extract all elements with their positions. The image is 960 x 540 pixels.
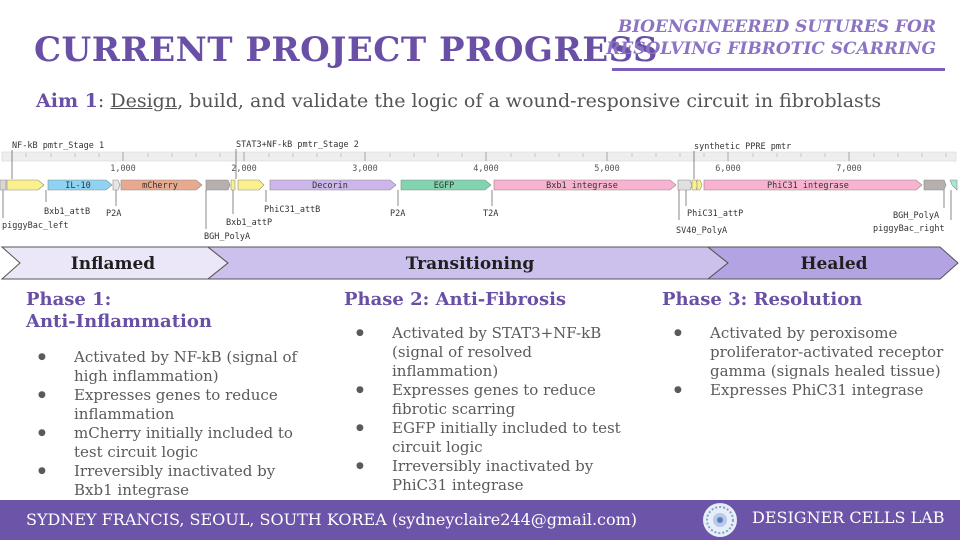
ruler-label-1000: 1,000 [110,164,136,174]
ruler-label-2000: 2,000 [231,164,257,174]
promoter-label-stage1: NF-kB pmtr_Stage 1 [12,141,104,151]
aim-underlined-word: Design [110,90,178,112]
aim-label: Aim 1 [36,90,98,112]
feature-phic31-integrase [703,179,923,191]
feature-sv40-polya [677,179,693,191]
tagline-underline [612,68,945,71]
feature-bxb1-attp [230,179,236,191]
ruler-label-6000: 6,000 [715,164,741,174]
feature-label-phic31-integrase: PhiC31 integrase [767,181,849,191]
feature-label-bxb1-integrase: Bxb1 integrase [546,181,618,191]
label-piggybac-left: piggyBac_left [2,221,69,231]
phase-1-bullets: Activated by NF-kB (signal of high infla… [26,348,306,500]
label-sv40-polya: SV40_PolyA [676,226,727,236]
ruler-label-7000: 7,000 [836,164,862,174]
label-bxb1-attp: Bxb1_attP [226,218,272,228]
feature-p2a-1 [112,179,121,191]
ruler-label-3000: 3,000 [352,164,378,174]
footer-author: SYDNEY FRANCIS, SEOUL, SOUTH KOREA (sydn… [26,510,638,529]
label-bgh-polya-2: BGH_PolyA [893,211,939,221]
phase-2-bullet: EGFP initially included to test circuit … [344,419,624,457]
stage-label-inflamed: Inflamed [71,254,155,274]
feature-bgh-polya-2 [923,179,947,191]
label-bgh-polya-1: BGH_PolyA [204,232,250,242]
label-piggybac-right: piggyBac_right [873,224,945,234]
footer-bar: SYDNEY FRANCIS, SEOUL, SOUTH KOREA (sydn… [0,500,960,540]
ruler-track [1,151,957,162]
aim-rest: , build, and validate the logic of a wou… [177,90,882,112]
promoter-label-stage2: STAT3+NF-kB pmtr_Stage 2 [236,140,359,150]
feature-promoter-3 [696,179,703,191]
stage-timeline: Inflamed Transitioning Healed [0,246,959,280]
phase-1-title-line1: Phase 1: [26,289,112,310]
phase-1-title: Phase 1: Anti-Inflammation [26,289,212,333]
aim-statement: Aim 1: Design, build, and validate the l… [36,90,881,112]
tagline-line-2: RESOLVING FIBROTIC SCARRING [606,39,936,59]
feature-label-egfp: EGFP [434,181,454,191]
phase-1-bullet: Activated by NF-kB (signal of high infla… [26,348,306,386]
promoter-label-ppre: synthetic PPRE pmtr [694,142,791,152]
project-tagline: BIOENGINEERED SUTURES FOR RESOLVING FIBR… [606,16,936,60]
ruler-label-4000: 4,000 [473,164,499,174]
label-t2a: T2A [483,209,498,219]
lab-logo-icon [703,503,737,537]
feature-promoter-1 [6,179,45,191]
feature-il10 [47,179,113,191]
feature-label-mcherry: mCherry [142,181,178,191]
feature-promoter-2 [237,179,265,191]
stage-arrow-healed [706,246,959,280]
phase-2-bullets: Activated by STAT3+NF-kB (signal of reso… [344,324,624,495]
phase-3-bullets: Activated by peroxisome proliferator-act… [662,324,952,400]
phase-3-bullet: Activated by peroxisome proliferator-act… [662,324,952,381]
footer-lab-name: DESIGNER CELLS LAB [752,508,945,527]
feature-mcherry [120,179,203,191]
phase-1-bullet: Expresses genes to reduce inflammation [26,386,306,424]
phase-2-bullet: Activated by STAT3+NF-kB (signal of reso… [344,324,624,381]
phase-2-bullet: Expresses genes to reduce fibrotic scarr… [344,381,624,419]
phase-2-title: Phase 2: Anti-Fibrosis [344,289,567,310]
phase-3-title: Phase 3: Resolution [662,289,863,310]
feature-piggybac-right [949,179,958,191]
label-phic31-attp: PhiC31_attP [687,209,743,219]
label-bxb1-attb: Bxb1_attB [44,207,90,217]
feature-label-il10: IL-10 [65,181,91,191]
phase-3-bullet: Expresses PhiC31 integrase [662,381,952,400]
tagline-line-1: BIOENGINEERED SUTURES FOR [617,17,936,37]
phase-1-title-line2: Anti-Inflammation [26,311,212,332]
feature-label-decorin: Decorin [312,181,348,191]
feature-decorin [269,179,397,191]
phase-2-bullet: Irreversibly inactivated by PhiC31 integ… [344,457,624,495]
label-p2a-2: P2A [390,209,405,219]
aim-colon: : [97,90,111,112]
page-title: CURRENT PROJECT PROGRESS [34,30,658,70]
phase-1-bullet: Irreversibly inactivated by Bxb1 integra… [26,462,306,500]
feature-bxb1-integrase [493,179,677,191]
ruler-major-ticks [122,152,850,161]
feature-bgh-polya-1 [205,179,231,191]
feature-piggybac-left [0,179,7,191]
phase-1-bullet: mCherry initially included to test circu… [26,424,306,462]
stage-label-transitioning: Transitioning [406,254,535,274]
plasmid-map: 1,000 2,000 3,000 4,000 5,000 6,000 7,00… [0,140,958,242]
label-p2a-1: P2A [106,209,121,219]
feature-egfp [400,179,492,191]
ruler-label-5000: 5,000 [594,164,620,174]
stage-label-healed: Healed [800,254,867,274]
ruler-minor-ticks [25,153,947,157]
label-phic31-attb: PhiC31_attB [264,205,320,215]
